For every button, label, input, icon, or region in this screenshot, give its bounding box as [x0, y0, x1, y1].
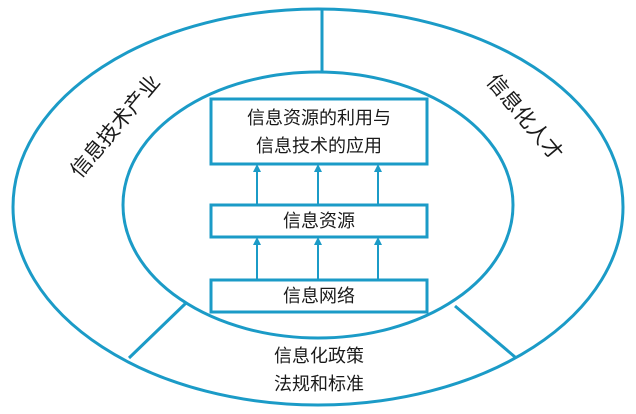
resources-box-label: 信息资源 — [283, 211, 355, 232]
bottom-left-divider — [127, 301, 188, 360]
policy-label-line1: 信息化政策 — [274, 346, 364, 367]
utilization-box — [209, 97, 429, 166]
it-industry-label: 信息技术产业 — [66, 70, 165, 182]
inner-ellipse — [121, 70, 515, 340]
network-box-label: 信息网络 — [283, 286, 355, 307]
bottom-right-divider — [454, 304, 516, 359]
utilization-box-line1: 信息资源的利用与 — [247, 108, 391, 129]
network-box — [209, 278, 429, 314]
utilization-box-line2: 信息技术的应用 — [256, 136, 382, 157]
outer-ellipse — [11, 7, 625, 407]
policy-label-line2: 法规和标准 — [274, 374, 364, 395]
